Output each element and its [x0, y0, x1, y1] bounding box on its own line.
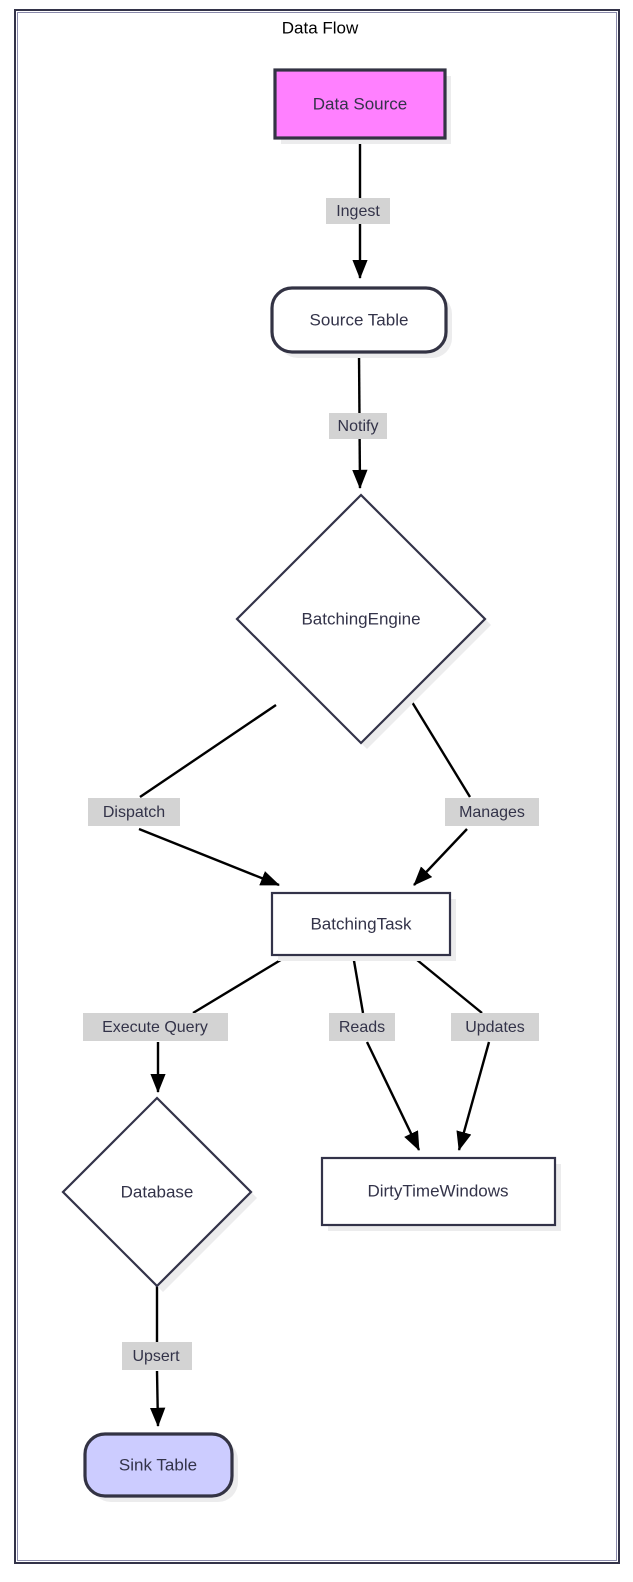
diagram-title: Data Flow	[282, 18, 359, 37]
edges-layer: Ingest Notify Dispatch Manages	[83, 138, 539, 1427]
edge-manages-label-bg	[445, 798, 539, 826]
node-data-source-label: Data Source	[313, 94, 408, 113]
edge-reads-label-bg	[329, 1013, 395, 1041]
edge-reads-line-lower	[365, 1041, 421, 1151]
edge-ingest: Ingest	[326, 138, 390, 279]
edge-upsert-label-bg	[122, 1342, 192, 1370]
node-batching-engine[interactable]: BatchingEngine	[235, 493, 491, 749]
node-dirty-time-windows-shape[interactable]	[320, 1156, 557, 1227]
edge-upsert: Upsert	[122, 1286, 192, 1427]
node-batching-engine-label: BatchingEngine	[301, 609, 420, 628]
node-database-shape[interactable]	[61, 1096, 253, 1288]
edge-updates: Updates	[410, 954, 539, 1151]
node-sink-table-shape[interactable]	[83, 1432, 234, 1498]
edge-manages-line-lower	[413, 828, 468, 886]
edge-notify-label-bg	[329, 413, 387, 439]
edge-dispatch-label-bg	[88, 798, 180, 826]
edge-manages-line-upper	[410, 701, 472, 798]
node-dirty-time-windows[interactable]: DirtyTimeWindows	[320, 1156, 561, 1231]
edge-execute-query-label-bg	[83, 1013, 228, 1041]
edge-manages-label: Manages	[459, 804, 525, 821]
edge-execute-query-line-upper	[192, 953, 290, 1015]
node-batching-task[interactable]: BatchingTask	[270, 891, 456, 961]
edge-upsert-label: Upsert	[132, 1348, 180, 1365]
edge-updates-label-bg	[451, 1013, 539, 1041]
edge-dispatch-line-lower	[138, 827, 280, 887]
edge-updates-label: Updates	[465, 1019, 525, 1036]
edge-notify: Notify	[329, 351, 387, 489]
edge-manages: Manages	[410, 701, 539, 886]
edge-updates-line-lower	[456, 1041, 491, 1151]
node-batching-task-label: BatchingTask	[310, 914, 412, 933]
edge-dispatch-label: Dispatch	[103, 804, 165, 821]
node-data-source[interactable]: Data Source	[273, 68, 451, 144]
edge-ingest-label-bg	[326, 198, 390, 224]
edge-reads-label: Reads	[339, 1019, 385, 1036]
node-sink-table[interactable]: Sink Table	[83, 1432, 238, 1502]
edge-updates-line-upper	[410, 954, 483, 1014]
edge-notify-label: Notify	[338, 418, 379, 435]
node-dirty-time-windows-label: DirtyTimeWindows	[367, 1181, 508, 1200]
edge-reads: Reads	[329, 954, 421, 1151]
node-batching-task-shape[interactable]	[270, 891, 452, 957]
edge-execute-query: Execute Query	[83, 953, 290, 1093]
edge-execute-query-label: Execute Query	[102, 1019, 208, 1036]
edge-ingest-label: Ingest	[336, 203, 380, 220]
edge-dispatch-line-upper	[139, 704, 277, 798]
nodes-layer: Data Source Source Table BatchingEngine …	[61, 68, 561, 1502]
node-source-table-shape[interactable]	[270, 286, 448, 354]
edge-upsert-line-lower	[149, 1370, 166, 1427]
diagram-frame	[14, 9, 620, 1564]
node-source-table[interactable]: Source Table	[270, 286, 452, 358]
node-data-source-shape[interactable]	[273, 68, 447, 140]
node-database-label: Database	[121, 1182, 194, 1201]
diagram-frame-highlight	[17, 12, 617, 1561]
edge-dispatch: Dispatch	[88, 704, 280, 887]
node-batching-engine-shape[interactable]	[235, 493, 487, 745]
node-source-table-label: Source Table	[310, 310, 409, 329]
node-database[interactable]: Database	[61, 1096, 257, 1292]
node-sink-table-label: Sink Table	[119, 1455, 197, 1474]
